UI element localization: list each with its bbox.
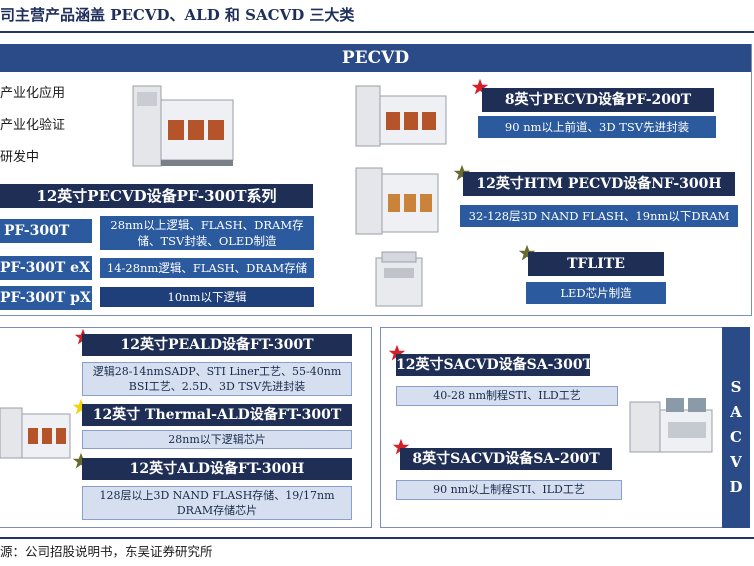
sacvd-letter: D — [729, 478, 743, 496]
sacvd-letter: V — [730, 453, 742, 471]
ft-300t-peald-desc: 逻辑28-14nmSADP、STI Liner工艺、55-40nm BSI工艺、… — [82, 362, 352, 396]
title-rule — [0, 31, 754, 33]
ft-300t-thermal-desc: 28nm以下逻辑芯片 — [82, 430, 352, 449]
sacvd-letter: A — [730, 403, 742, 421]
pecvd-header: PECVD — [0, 44, 751, 72]
sa-200t-title: 8英寸SACVD设备SA-200T — [400, 448, 612, 470]
legend-item-developing: 研发中 — [0, 150, 40, 165]
tflite-title: TFLITE — [528, 252, 664, 276]
model-pf-300t-ex: PF-300T eX — [0, 256, 92, 280]
sa-300t-title: 12英寸SACVD设备SA-300T — [396, 354, 593, 376]
tflite-desc: LED芯片制造 — [526, 282, 666, 304]
ft-300h-title: 12英寸ALD设备FT-300H — [82, 458, 352, 480]
sacvd-letter: S — [730, 378, 742, 396]
source-note: 源：公司招股说明书，东吴证券研究所 — [0, 544, 213, 559]
pf-200t-machine-image — [355, 85, 447, 147]
nf-300h-desc: 32-128层3D NAND FLASH、19nm以下DRAM — [460, 205, 738, 227]
star-red-icon — [388, 344, 406, 361]
legend-item-verifying: 产业化验证 — [0, 118, 66, 133]
model-pf-300t: PF-300T — [0, 219, 92, 243]
sa-300t-desc: 40-28 nm制程STI、ILD工艺 — [396, 386, 618, 406]
ald-machine-image — [0, 407, 71, 459]
tflite-machine-image — [375, 251, 423, 307]
star-red-icon — [471, 78, 489, 95]
ft-300t-peald-title: 12英寸PEALD设备FT-300T — [82, 334, 352, 356]
sacvd-letter: C — [730, 428, 742, 446]
nf-300h-title: 12英寸HTM PECVD设备NF-300H — [463, 172, 735, 196]
model-pf-300t-px: PF-300T pX — [0, 286, 92, 310]
ft-300t-thermal-title: 12英寸 Thermal-ALD设备FT-300T — [82, 404, 352, 426]
sacvd-machine-image — [629, 398, 713, 453]
pf-200t-desc: 90 nm以上前道、3D TSV先进封装 — [478, 116, 716, 138]
sa-200t-desc: 90 nm以上制程STI、ILD工艺 — [396, 480, 622, 500]
star-red-icon — [392, 438, 410, 455]
pf-200t-title: 8英寸PECVD设备PF-200T — [482, 88, 714, 112]
sacvd-side-label: S A C V D — [722, 327, 750, 528]
ald-frame — [0, 327, 372, 528]
star-olive-icon — [518, 244, 536, 261]
star-yellow-icon — [72, 398, 90, 415]
nf-300h-machine-image — [355, 167, 439, 235]
pf-300t-series-title: 12英寸PECVD设备PF-300T系列 — [0, 184, 313, 208]
star-olive-icon — [72, 452, 90, 469]
model-pf-300t-ex-desc: 14-28nm逻辑、FLASH、DRAM存储 — [100, 258, 314, 278]
bottom-rule — [0, 537, 754, 539]
model-pf-300t-desc: 28nm以上逻辑、FLASH、DRAM存储、TSV封装、OLED制造 — [100, 216, 314, 250]
legend-item-applied: 产业化应用 — [0, 86, 66, 101]
star-olive-icon — [453, 164, 471, 181]
pf-300t-machine-image — [132, 85, 234, 167]
ft-300h-desc: 128层以上3D NAND FLASH存储、19/17nm DRAM存储芯片 — [82, 486, 352, 520]
model-pf-300t-px-desc: 10nm以下逻辑 — [100, 287, 314, 307]
page-title: 司主营产品涵盖 PECVD、ALD 和 SACVD 三大类 — [0, 6, 355, 24]
